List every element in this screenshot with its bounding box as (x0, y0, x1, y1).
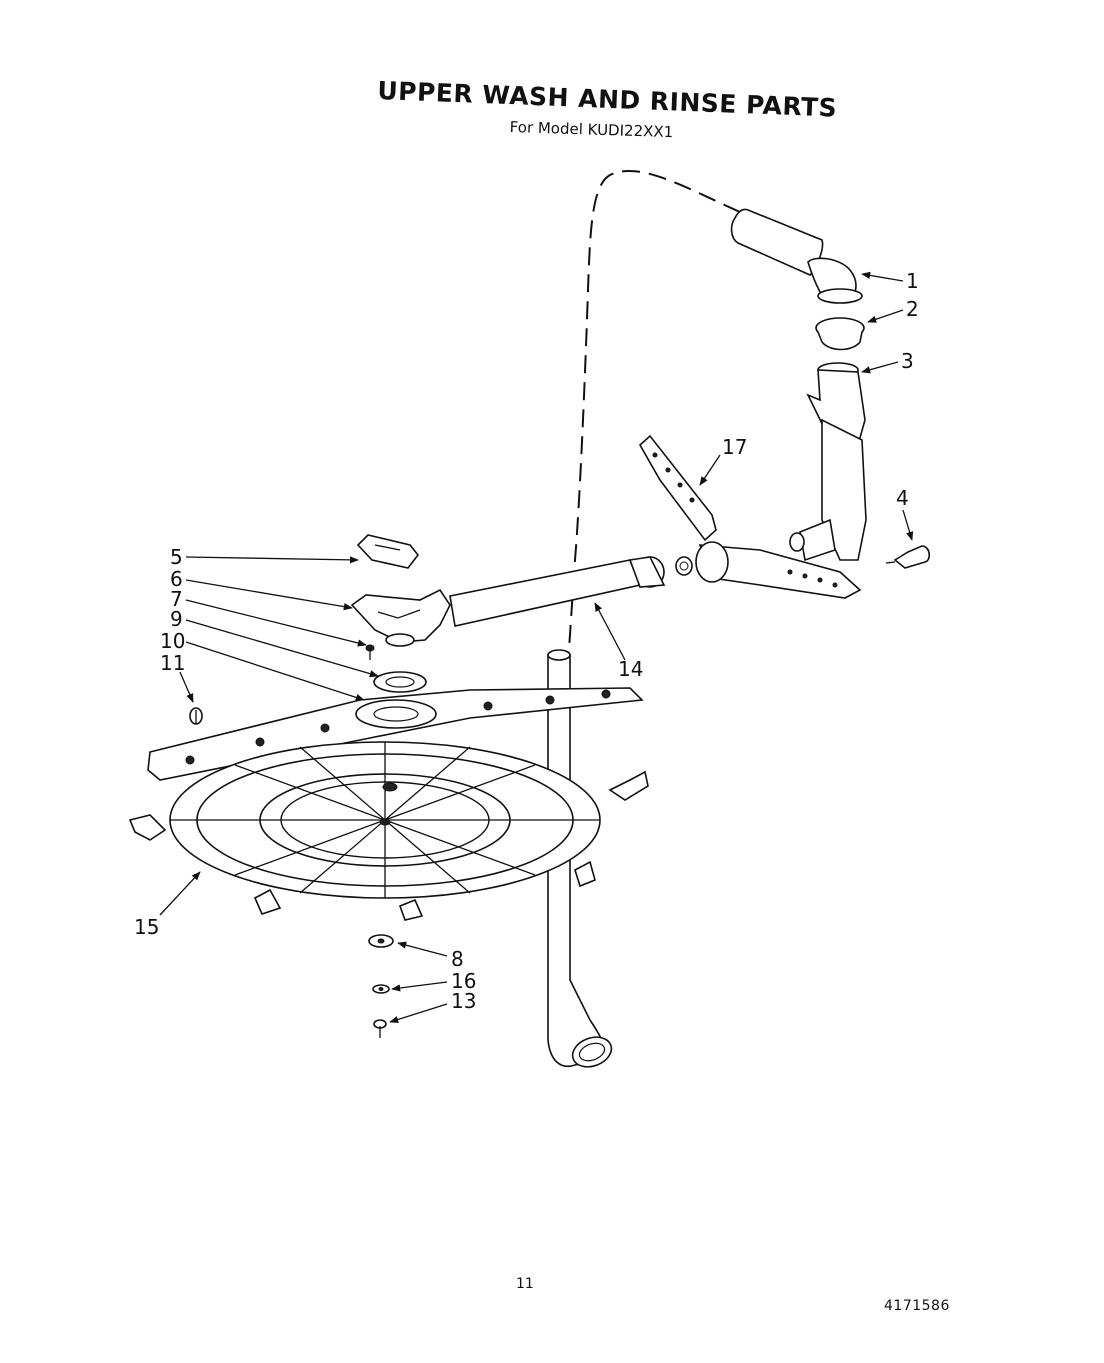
callout-17: 17 (722, 435, 747, 459)
callout-14: 14 (618, 657, 643, 681)
part-6-hub-mount (350, 588, 451, 647)
callout-6: 6 (170, 567, 183, 591)
part-3-manifold-tube (789, 362, 867, 562)
part-16-washer (372, 984, 390, 994)
callout-4: 4 (896, 486, 909, 510)
callout-10: 10 (160, 629, 185, 653)
leader-lines (159, 271, 914, 1024)
callout-13: 13 (451, 989, 476, 1013)
part-7-screw (365, 644, 375, 660)
callout-labels: 1 2 3 4 17 5 6 7 9 10 11 14 15 8 16 13 (134, 269, 919, 1013)
document-code: 4171586 (884, 1298, 950, 1314)
part-1-hose-elbow (730, 208, 863, 304)
part-13-screw (373, 1019, 387, 1038)
callout-15: 15 (134, 915, 159, 939)
callout-9: 9 (170, 607, 183, 631)
page-number: 11 (516, 1276, 534, 1292)
part-4-nozzle (885, 545, 931, 569)
callout-16: 16 (451, 969, 476, 993)
part-2-gasket-ring (815, 317, 865, 351)
callout-1: 1 (906, 269, 919, 293)
part-17-bracket (638, 434, 862, 599)
callout-7: 7 (170, 587, 183, 611)
part-9-10-bearing-rings (373, 671, 427, 693)
callout-3: 3 (901, 349, 914, 373)
callout-2: 2 (906, 297, 919, 321)
part-15-rack (128, 741, 649, 921)
part-11-nut (189, 707, 203, 725)
part-14-feed-tube (449, 556, 666, 627)
vertical-feed-tube (547, 649, 613, 1068)
part-5-clip (356, 534, 420, 569)
callout-8: 8 (451, 947, 464, 971)
callout-11: 11 (160, 651, 185, 675)
part-8-washer (368, 934, 394, 948)
callout-5: 5 (170, 545, 183, 569)
